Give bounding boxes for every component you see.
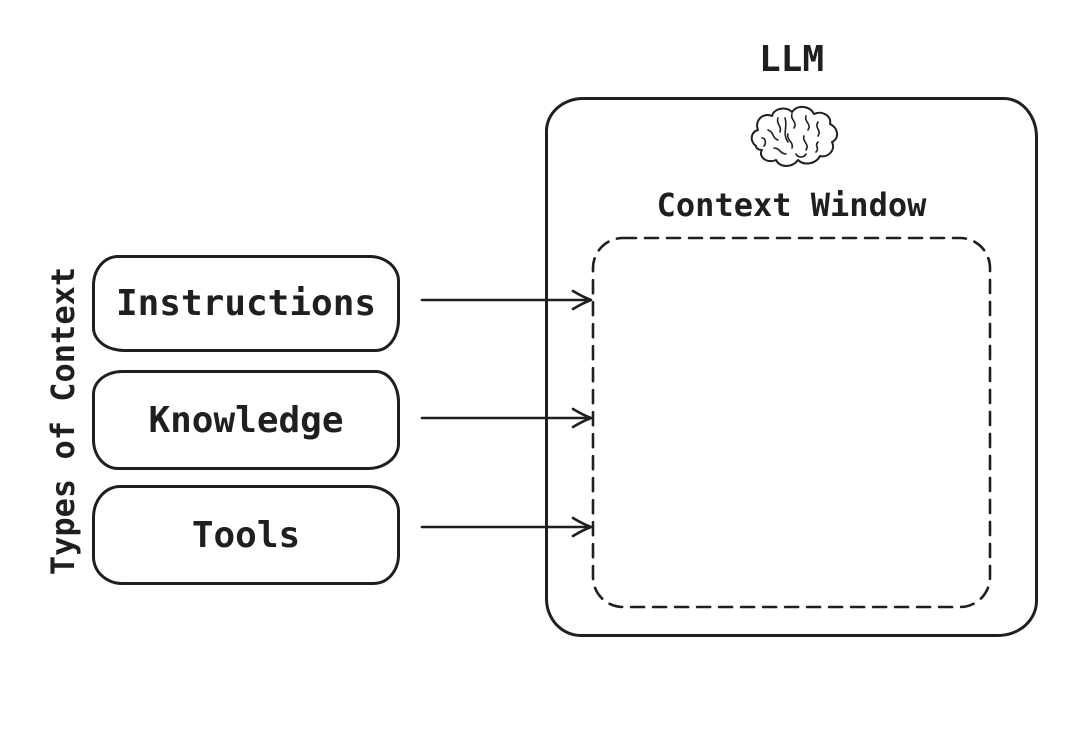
types-of-context-label: Types of Context (44, 266, 82, 576)
instructions-box: Instructions (92, 255, 400, 352)
knowledge-box: Knowledge (92, 370, 400, 470)
llm-title: LLM (758, 39, 825, 80)
tools-box: Tools (92, 485, 400, 585)
knowledge-box-label: Knowledge (148, 399, 344, 441)
context-window-label: Context Window (656, 186, 927, 224)
llm-box (545, 97, 1038, 637)
instructions-box-label: Instructions (115, 283, 377, 324)
tools-box-label: Tools (191, 514, 301, 556)
